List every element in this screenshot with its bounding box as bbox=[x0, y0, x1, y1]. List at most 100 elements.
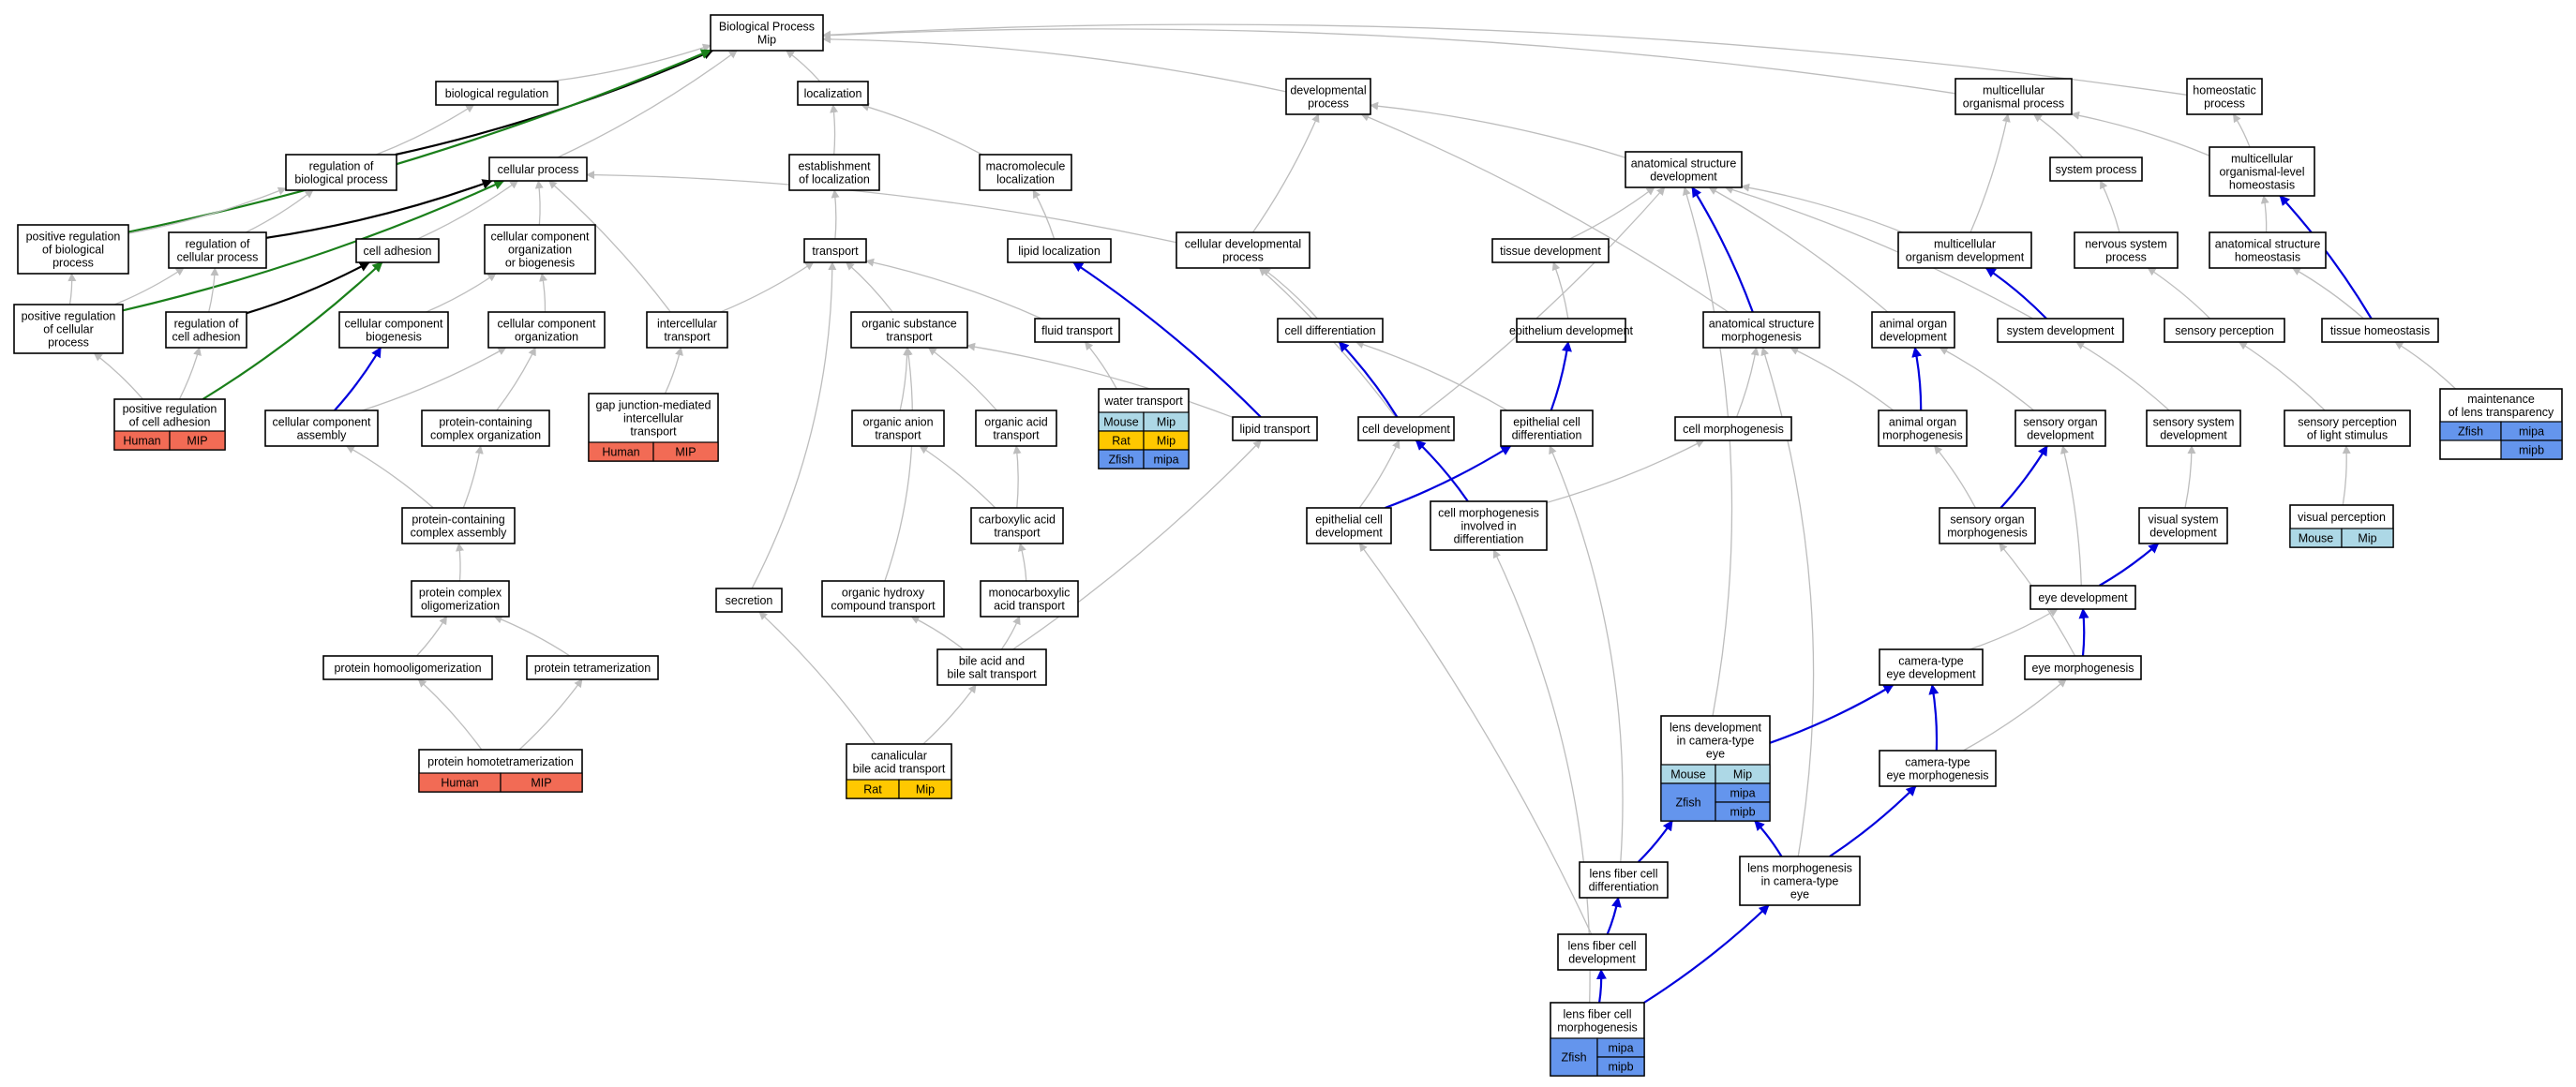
annotation-rat-cell: Mip bbox=[1143, 430, 1190, 451]
term-node-lipidloc[interactable]: lipid localization bbox=[1007, 238, 1112, 263]
term-node-epidev[interactable]: epithelium development bbox=[1509, 318, 1634, 343]
term-node-lfcmorph[interactable]: lens fiber cellmorphogenesisZfishmipamip… bbox=[1550, 1002, 1645, 1077]
term-label: lens development bbox=[1670, 722, 1762, 735]
edge-posregadh-to-celladh bbox=[202, 261, 383, 400]
term-node-eyemorph[interactable]: eye morphogenesis bbox=[2024, 655, 2142, 680]
term-node-cellmorph[interactable]: cell morphogenesis bbox=[1674, 416, 1792, 441]
edge-epicelldiff-to-epidev bbox=[1550, 340, 1572, 411]
term-node-sysdev[interactable]: system development bbox=[1997, 318, 2124, 343]
term-node-loc[interactable]: localization bbox=[797, 81, 869, 106]
term-node-transport[interactable]: transport bbox=[803, 238, 867, 263]
term-node-secretion[interactable]: secretion bbox=[715, 588, 783, 613]
term-label: epithelial cell bbox=[1315, 514, 1383, 527]
edge-cmid-to-cellmorph bbox=[1546, 439, 1705, 504]
term-node-celldev[interactable]: cell development bbox=[1357, 416, 1455, 441]
edge-pco-to-pccassem bbox=[456, 543, 464, 582]
term-node-sensperc[interactable]: sensory perception bbox=[2164, 318, 2285, 343]
term-node-tissuedev[interactable]: tissue development bbox=[1491, 238, 1610, 263]
term-label: positive regulation bbox=[22, 310, 116, 323]
term-node-eyedev[interactable]: eye development bbox=[2029, 585, 2136, 610]
term-node-lipidtr[interactable]: lipid transport bbox=[1232, 416, 1318, 441]
term-label: differentiation bbox=[1589, 881, 1659, 894]
term-node-celladh[interactable]: cell adhesion bbox=[355, 238, 440, 263]
annotation-mouse-cell: Mouse bbox=[2289, 528, 2343, 548]
term-label: regulation of bbox=[186, 238, 250, 251]
term-label: of cell adhesion bbox=[129, 416, 211, 429]
term-node-bioreg[interactable]: biological regulation bbox=[435, 81, 559, 106]
term-label: organic substance bbox=[861, 318, 957, 331]
term-node-cellproc[interactable]: cellular process bbox=[488, 156, 588, 182]
edge-lensmorph-to-lensdev bbox=[1754, 820, 1783, 857]
edge-bileacid-to-orghydroxy bbox=[910, 616, 965, 650]
term-node-gapjunc[interactable]: gap junction-mediatedintercellulartransp… bbox=[588, 393, 719, 462]
term-node-celldiff[interactable]: cell differentiation bbox=[1277, 318, 1384, 343]
term-label: cellular component bbox=[345, 318, 443, 331]
term-label: transport bbox=[630, 425, 677, 439]
term-node-phomo[interactable]: protein homooligomerization bbox=[322, 655, 493, 680]
edge-molh-to-homeo bbox=[2232, 113, 2251, 148]
term-node-fluid[interactable]: fluid transport bbox=[1034, 318, 1120, 343]
term-label: differentiation bbox=[1454, 533, 1524, 546]
term-node-ptetra[interactable]: protein tetramerization bbox=[526, 655, 659, 680]
edge-cmid-to-celldev bbox=[1415, 439, 1469, 502]
edge-macroloc-to-loc bbox=[861, 103, 983, 156]
term-node-sysproc[interactable]: system process bbox=[2049, 156, 2143, 182]
term-node-tissuehomeo[interactable]: tissue homeostasis bbox=[2321, 318, 2439, 343]
